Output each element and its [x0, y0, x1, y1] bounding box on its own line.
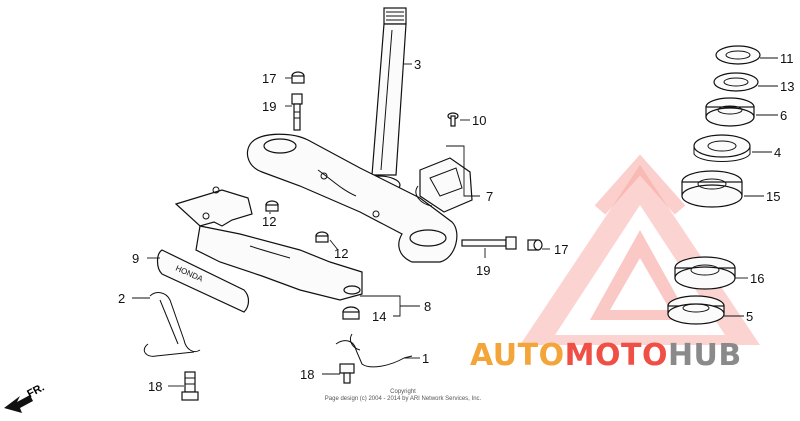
wire-clip: [335, 333, 413, 368]
callout-19-side: 19: [476, 263, 490, 278]
copyright-line: Page design (c) 2004 - 2014 by ARI Netwo…: [324, 396, 482, 402]
callout-1: 1: [422, 351, 429, 366]
callout-11: 11: [780, 51, 794, 66]
dust-seal-5: [667, 295, 725, 325]
callout-16: 16: [750, 271, 764, 286]
under-cover-plate: [174, 186, 363, 301]
watermark-part-moto: MOTO: [564, 338, 668, 373]
callout-18-right: 18: [300, 367, 314, 382]
callout-2: 2: [118, 291, 125, 306]
bolt-18-right: [339, 363, 355, 384]
callout-7: 7: [486, 189, 493, 204]
nut-14: [342, 306, 360, 320]
callout-14: 14: [372, 309, 386, 324]
steering-stem-shaft: [355, 7, 407, 195]
lock-washer-13: [713, 72, 759, 92]
spring-clip: [143, 292, 201, 357]
callout-4: 4: [774, 145, 781, 160]
dust-seal-4: [693, 134, 751, 162]
callout-3: 3: [414, 57, 421, 72]
copyright-title: Copyright: [390, 389, 416, 395]
callout-9: 9: [132, 251, 139, 266]
screw-10: [447, 112, 459, 127]
front-direction-arrow-icon: [4, 395, 33, 413]
emblem: HONDA: [156, 249, 250, 313]
lock-nut-11: [715, 45, 761, 65]
callout-labels: 3 17 19 10 7 11 13 6 4 15 16 5 12 12 9 2…: [118, 51, 794, 394]
callout-6: 6: [780, 108, 787, 123]
callout-10: 10: [472, 113, 486, 128]
bearing-16: [674, 256, 736, 290]
bolt-18-left: [181, 371, 199, 401]
callout-8: 8: [424, 299, 431, 314]
callout-17-side: 17: [554, 242, 568, 257]
callout-17-top: 17: [262, 71, 276, 86]
nut-17-top: [291, 71, 305, 84]
bearing-15: [681, 170, 743, 208]
nut-17-side: [527, 239, 543, 251]
callout-15: 15: [766, 189, 780, 204]
adjusting-nut-6: [705, 97, 755, 127]
callout-12-lower: 12: [334, 246, 348, 261]
cable-holder-bracket: [415, 157, 473, 213]
bolt-19-side: [461, 236, 517, 250]
watermark-wordmark: AUTOMOTOHUB: [470, 338, 742, 373]
callout-12-upper: 12: [262, 214, 276, 229]
leader-lines: [132, 57, 778, 387]
nut-12-upper: [265, 200, 279, 212]
watermark-part-auto: AUTO: [470, 338, 565, 373]
bolt-19-top: [291, 93, 303, 131]
callout-5: 5: [746, 309, 753, 324]
copyright-notice: Copyright Page design (c) 2004 - 2014 by…: [318, 389, 488, 403]
bottom-bridge: [246, 133, 458, 263]
nut-12-lower: [315, 231, 329, 243]
watermark-part-hub: HUB: [667, 338, 742, 373]
callout-19-top: 19: [262, 99, 276, 114]
callout-18-left: 18: [148, 379, 162, 394]
callout-13: 13: [780, 79, 794, 94]
collar-8: [343, 285, 361, 295]
